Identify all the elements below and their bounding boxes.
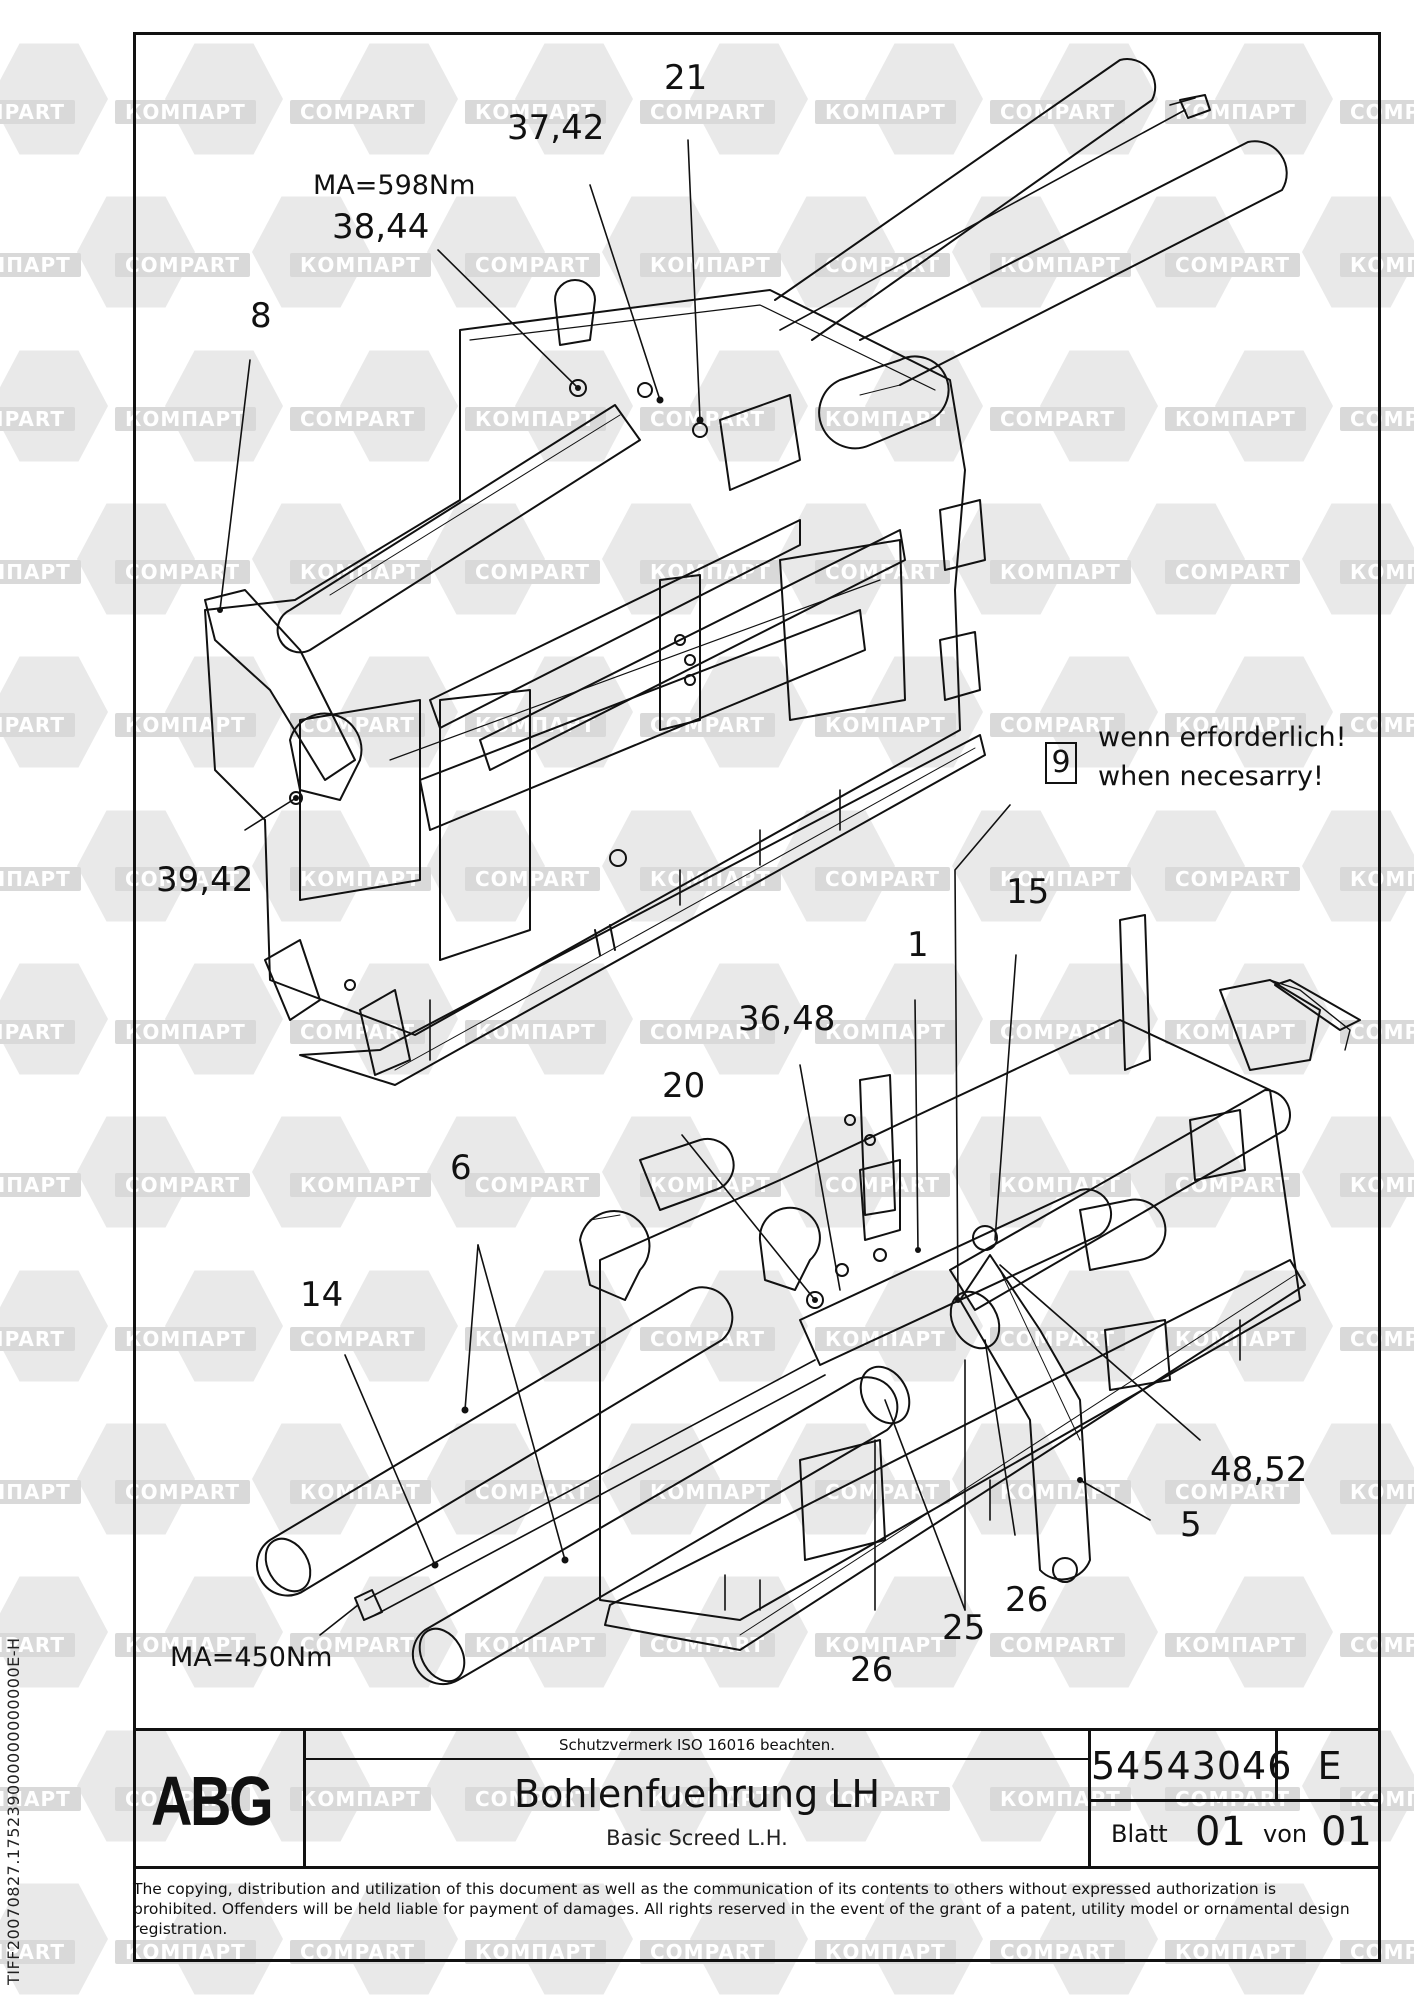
callout-9-box: 9: [1045, 742, 1077, 784]
title-block-divider: [1088, 1799, 1381, 1802]
callout-26-right: 26: [1005, 1580, 1049, 1620]
sheet-label: Blatt: [1111, 1820, 1168, 1848]
upper-tube-long-2: [859, 140, 1288, 386]
upper-rod-end: [1179, 94, 1211, 119]
callout-15: 15: [1006, 872, 1050, 912]
title-block-divider: [1275, 1731, 1278, 1801]
callout-25: 25: [942, 1608, 986, 1648]
lower-assembly: [256, 914, 1361, 1686]
upper-rod: [779, 97, 1196, 331]
callout-1: 1: [907, 925, 929, 965]
callout-20: 20: [662, 1066, 706, 1106]
title-block: ABG Schutzvermerk ISO 16016 beachten. Bo…: [133, 1728, 1381, 1869]
upper-left-bracket: [204, 589, 356, 781]
upper-base-plate: [299, 734, 986, 1086]
title-block-divider: [303, 1758, 1088, 1760]
torque-label-bottom: MA=450Nm: [170, 1642, 333, 1673]
callout-5: 5: [1180, 1505, 1202, 1545]
lower-tube-1: [256, 1286, 734, 1597]
upper-frame-outline: [204, 289, 966, 1036]
torque-label-top: MA=598Nm: [313, 170, 476, 201]
upper-assembly: [204, 58, 1288, 1086]
note-german: wenn erforderlich!: [1098, 722, 1347, 753]
sheet-number: 01: [1195, 1809, 1246, 1855]
callout-39-42: 39,42: [156, 860, 254, 900]
lower-tube-2: [411, 1376, 899, 1686]
abg-logo: ABG: [151, 1762, 274, 1840]
note-english: when necesarry!: [1098, 761, 1324, 792]
protection-note: Schutzvermerk ISO 16016 beachten.: [558, 1736, 836, 1754]
lower-base-plate: [604, 1259, 1306, 1651]
drawing-title-german: Bohlenfuehrung LH: [513, 1772, 881, 1816]
callout-8: 8: [250, 296, 272, 336]
of-label: von: [1263, 1820, 1308, 1848]
notice-divider: [133, 1866, 1381, 1869]
callout-48-52: 48,52: [1210, 1450, 1308, 1490]
callout-21: 21: [664, 58, 708, 98]
leader-lines: [219, 139, 1201, 1636]
callout-37-42: 37,42: [507, 108, 605, 148]
upper-tube-diagonal: [276, 404, 641, 654]
callout-38-44: 38,44: [332, 207, 430, 247]
callout-6: 6: [450, 1148, 472, 1188]
sheet-total: 01: [1321, 1809, 1372, 1855]
part-number: 54543046: [1091, 1744, 1293, 1788]
callout-26-bottom: 26: [850, 1650, 894, 1690]
lower-frame-outline: [599, 1019, 1301, 1621]
drawing-title-english: Basic Screed L.H.: [606, 1826, 788, 1850]
title-block-divider: [303, 1731, 306, 1869]
document-side-code: TIFF20070827.175239000000000000E-H: [4, 1637, 23, 1985]
callout-14: 14: [300, 1275, 344, 1315]
callout-36-48: 36,48: [738, 999, 836, 1039]
copyright-notice: The copying, distribution and utilizatio…: [133, 1880, 1350, 1938]
revision-letter: E: [1317, 1744, 1342, 1788]
upper-tube-long-1: [774, 58, 1157, 341]
drawing-frame: [133, 32, 1381, 1962]
lower-swing-arm: [959, 1254, 1091, 1581]
lower-rod: [364, 1359, 826, 1616]
